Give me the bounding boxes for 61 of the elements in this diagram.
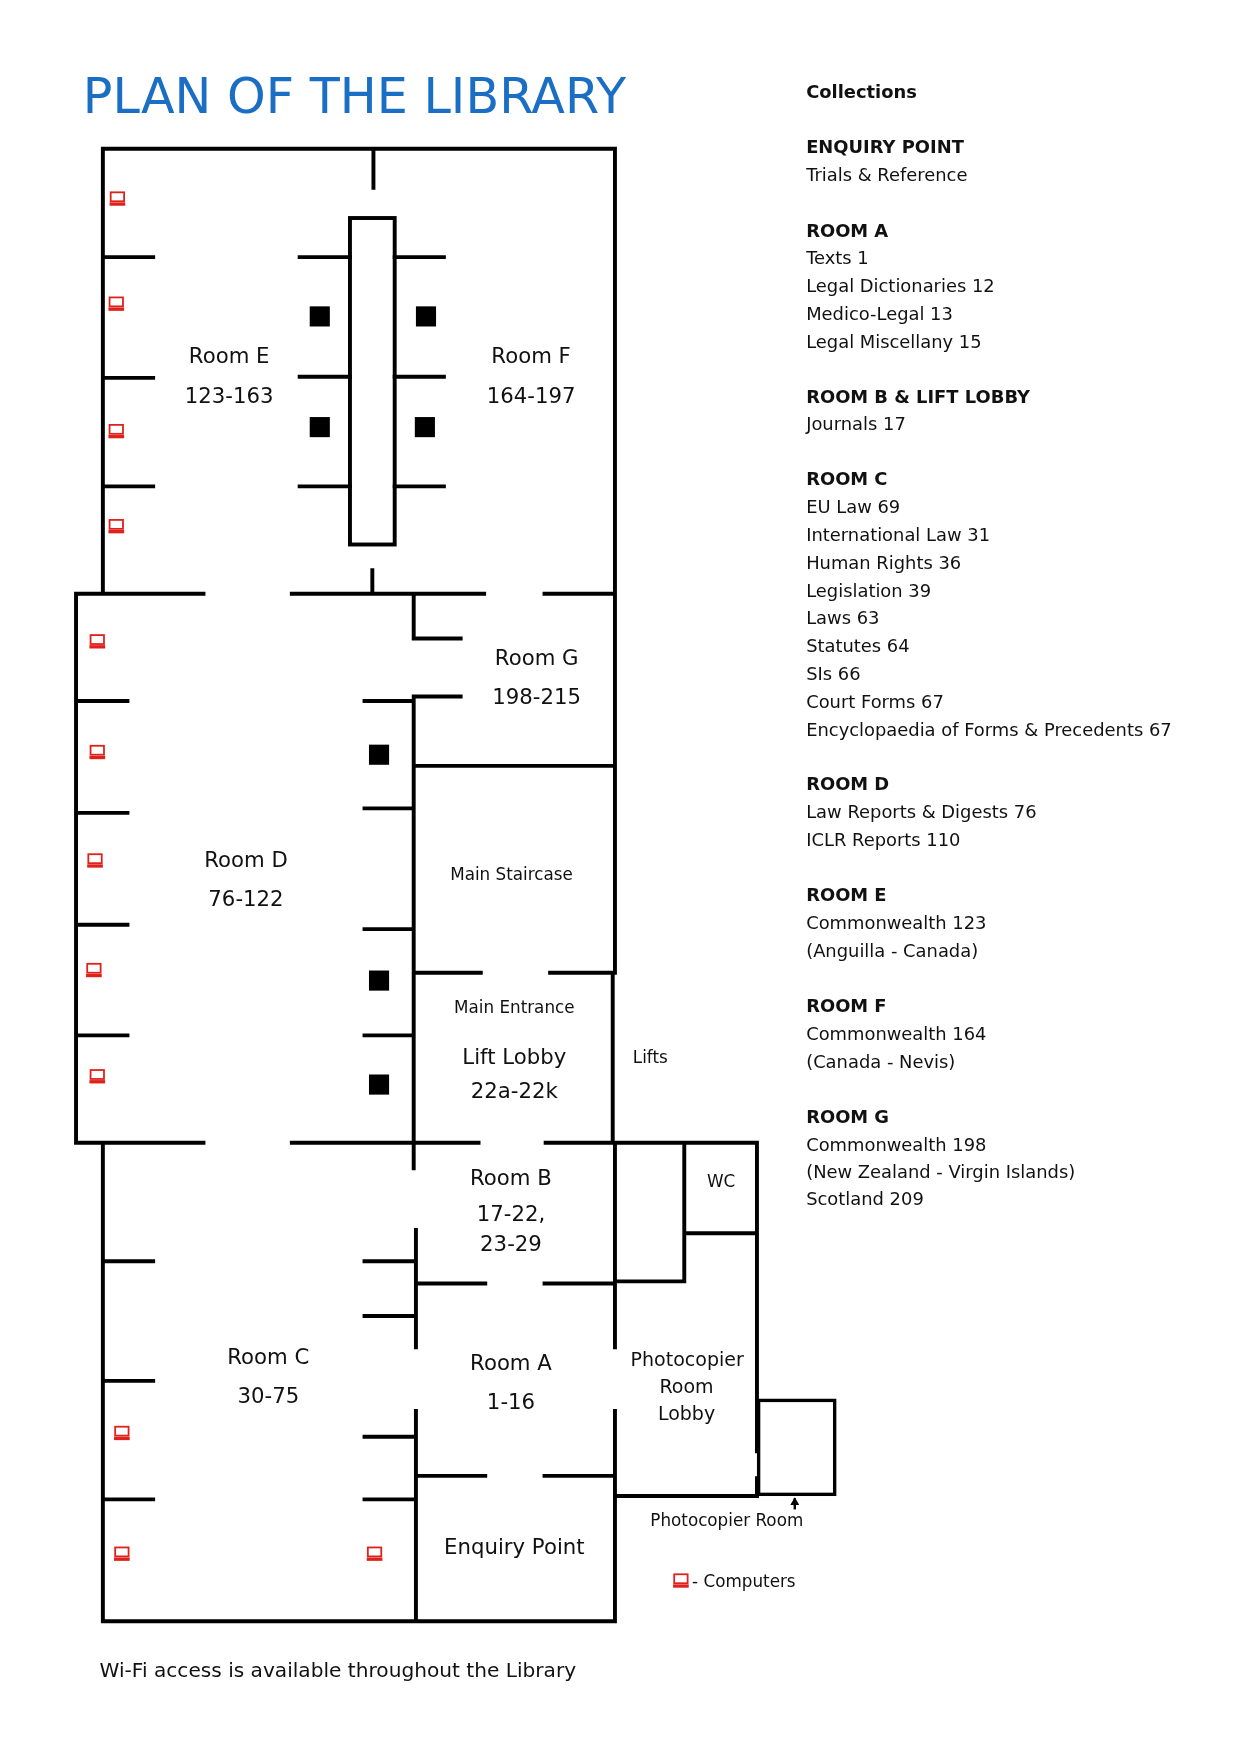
room-name: Lift Lobby [462, 1044, 567, 1069]
collection-heading: Collections [806, 81, 917, 104]
shelf-range: 164-197 [486, 381, 576, 409]
room-name: Room G [494, 644, 579, 673]
footnote: Wi-Fi access is available throughout the Library [99, 1658, 577, 1682]
collection-heading: ROOM G [806, 1105, 890, 1129]
collection-item: Commonwealth 123 [806, 912, 987, 935]
shelf-range: 1-16 [486, 1387, 536, 1416]
collection-item: Trials & Reference [806, 164, 968, 187]
collection-item: SIs 66 [806, 663, 861, 686]
room-name: Room A [470, 1349, 552, 1377]
legend-label: - Computers [692, 1569, 796, 1593]
plan-title: PLAN OF THE LIBRARY [82, 67, 627, 125]
collection-item: Journals 17 [806, 413, 906, 437]
collection-item: Laws 63 [806, 607, 880, 630]
room-name: Room D [204, 845, 288, 874]
photocopier-room-box [756, 1398, 837, 1496]
shelf-range: 123-163 [184, 381, 274, 409]
collection-item: Commonwealth 198 [806, 1133, 987, 1156]
room-name: Room C [227, 1343, 310, 1371]
room-name: Room B [470, 1163, 552, 1192]
collection-heading: ROOM E [806, 884, 887, 907]
collection-item: Legal Miscellany 15 [806, 330, 982, 354]
collection-item: Human Rights 36 [806, 552, 962, 575]
room-name: Photocopier Room Lobby [630, 1347, 743, 1427]
collection-item: Court Forms 67 [806, 690, 944, 714]
collection-item: Encyclopaedia of Forms & Precedents 67 [806, 718, 1172, 741]
collection-item: (Anguilla - Canada) [806, 939, 979, 963]
collection-item: (Canada - Nevis) [806, 1050, 956, 1073]
collection-item: Scotland 209 [806, 1189, 924, 1212]
shelf-range: 76-122 [208, 884, 284, 913]
room-name: Photocopier Room [650, 1509, 804, 1533]
entrance-label: Main Entrance [454, 997, 575, 1018]
collection-heading: ROOM D [806, 773, 890, 797]
collection-heading: ROOM C [806, 468, 888, 492]
collection-heading: ROOM B & LIFT LOBBY [806, 385, 1030, 409]
collection-heading: ROOM A [806, 219, 889, 243]
collection-item: EU Law 69 [806, 496, 901, 519]
collection-item: International Law 31 [806, 524, 991, 547]
room-name: Main Staircase [450, 862, 573, 886]
collection-heading: ROOM F [806, 995, 887, 1018]
room-name: Room E [188, 342, 270, 371]
room-name: WC [707, 1170, 736, 1194]
collection-item: (New Zealand - Virgin Islands) [806, 1161, 1076, 1184]
shelf-range: 30-75 [237, 1382, 300, 1410]
arrow [790, 1497, 800, 1510]
collection-item: Legislation 39 [806, 579, 932, 603]
lifts-label: Lifts [632, 1046, 668, 1069]
collection-item: ICLR Reports 110 [806, 829, 961, 852]
collection-item: Medico-Legal 13 [806, 303, 953, 326]
shelf-range: 22a-22k [470, 1077, 558, 1103]
collection-item: Texts 1 [806, 247, 869, 270]
collection-item: Statutes 64 [806, 635, 910, 658]
collection-item: Legal Dictionaries 12 [806, 275, 995, 298]
shelf-range: 198-215 [492, 683, 582, 711]
collection-item: Law Reports & Digests 76 [806, 801, 1037, 824]
collection-heading: ENQUIRY POINT [806, 136, 964, 160]
room-name: Enquiry Point [444, 1532, 585, 1561]
collection-item: Commonwealth 164 [806, 1022, 987, 1046]
shelf-range: 17-22, 23-29 [475, 1200, 547, 1258]
room-name: Room F [491, 342, 571, 371]
